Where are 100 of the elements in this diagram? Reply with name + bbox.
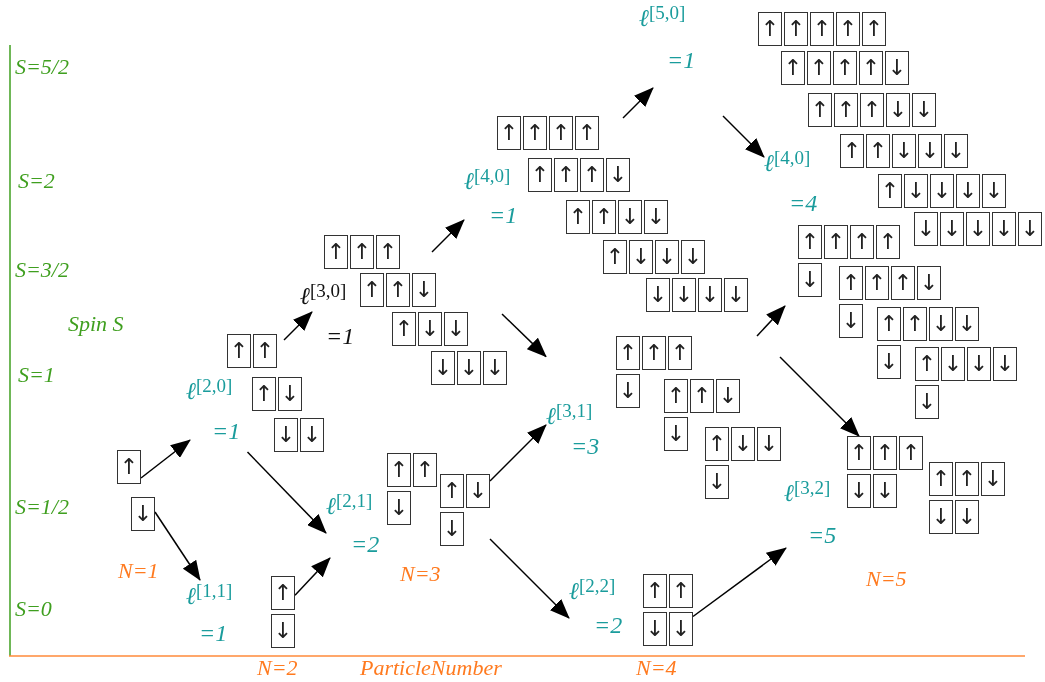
spin-cell: ↓ <box>886 93 910 127</box>
spin-cell: ↓ <box>798 263 822 297</box>
arrow <box>501 313 547 358</box>
spin-cell: ↑ <box>878 174 902 208</box>
axis-label: S=5/2 <box>15 54 69 80</box>
spin-cell: ↓ <box>412 273 436 307</box>
spin-cell: ↑ <box>227 334 251 368</box>
spin-cell: ↑ <box>808 93 832 127</box>
spin-cell: ↓ <box>966 212 990 246</box>
tableau-label: ℓ$^{[1,1]}$ <box>186 582 233 610</box>
spin-cell: ↑ <box>758 12 782 46</box>
spin-cell: ↓ <box>646 278 670 312</box>
spin-cell: ↑ <box>866 134 890 168</box>
spin-cell: ↑ <box>955 462 979 496</box>
spin-cell: ↑ <box>824 225 848 259</box>
spin-cell: ↑ <box>603 240 627 274</box>
spin-cell: ↑ <box>549 116 573 150</box>
spin-cell: ↓ <box>444 312 468 346</box>
spin-cell: ↓ <box>643 612 667 646</box>
spin-cell: ↓ <box>271 614 295 648</box>
spin-cell: ↓ <box>918 134 942 168</box>
arrow <box>722 115 765 158</box>
spin-cell: ↑ <box>528 158 552 192</box>
tableau-label: ℓ$^{[4,0]}$ <box>764 149 811 177</box>
spin-cell: ↑ <box>616 336 640 370</box>
spin-cell: ↓ <box>885 51 909 85</box>
spin-cell: ↑ <box>387 453 411 487</box>
spin-cell: ↑ <box>784 12 808 46</box>
spin-cell: ↓ <box>644 200 668 234</box>
axis-label: S=0 <box>15 596 52 622</box>
multiplicity-label: =2 <box>594 611 623 639</box>
spin-cell: ↓ <box>655 240 679 274</box>
spin-cell: ↓ <box>917 266 941 300</box>
spin-cell: ↓ <box>929 500 953 534</box>
arrow <box>489 538 570 619</box>
multiplicity-label: =4 <box>789 189 818 217</box>
multiplicity-label: =1 <box>667 46 696 74</box>
spin-cell: ↓ <box>664 417 688 451</box>
spin-cell: ↑ <box>850 225 874 259</box>
spin-cell: ↑ <box>360 273 384 307</box>
arrow <box>622 87 654 119</box>
spin-cell: ↓ <box>904 174 928 208</box>
tableau-label: ℓ$^{[2,2]}$ <box>569 577 616 605</box>
spin-cell: ↓ <box>483 351 507 385</box>
spin-cell: ↑ <box>862 12 886 46</box>
spin-cell: ↓ <box>929 307 953 341</box>
spin-cell: ↑ <box>836 12 860 46</box>
spin-cell: ↓ <box>941 347 965 381</box>
spin-cell: ↑ <box>642 336 666 370</box>
spin-cell: ↓ <box>705 465 729 499</box>
arrow <box>283 311 313 341</box>
spin-cell: ↓ <box>992 212 1016 246</box>
arrow <box>246 451 327 534</box>
spin-cell: ↓ <box>944 134 968 168</box>
multiplicity-label: =3 <box>571 432 600 460</box>
spin-cell: ↓ <box>672 278 696 312</box>
axis-label: N=2 <box>257 655 298 681</box>
spin-cell: ↓ <box>873 474 897 508</box>
spin-cell: ↑ <box>807 51 831 85</box>
spin-cell: ↓ <box>839 304 863 338</box>
spin-cell: ↓ <box>278 377 302 411</box>
spin-cell: ↑ <box>876 225 900 259</box>
spin-cell: ↓ <box>1018 212 1042 246</box>
multiplicity-label: =5 <box>808 521 837 549</box>
spin-cell: ↓ <box>300 418 324 452</box>
spin-cell: ↓ <box>847 474 871 508</box>
multiplicity-label: =2 <box>351 530 380 558</box>
spin-cell: ↑ <box>798 225 822 259</box>
spin-cell: ↑ <box>873 436 897 470</box>
spin-cell: ↓ <box>955 307 979 341</box>
tableau-label: ℓ$^{[3,0]}$ <box>300 282 347 310</box>
spin-cell: ↓ <box>915 385 939 419</box>
tableau-label: ℓ$^{[3,1]}$ <box>546 402 593 430</box>
spin-cell: ↓ <box>981 462 1005 496</box>
spin-cell: ↑ <box>554 158 578 192</box>
spin-cell: ↓ <box>457 351 481 385</box>
spin-cell: ↓ <box>892 134 916 168</box>
spin-cell: ↑ <box>839 266 863 300</box>
spin-cell: ↑ <box>781 51 805 85</box>
spin-cell: ↑ <box>865 266 889 300</box>
spin-cell: ↑ <box>440 474 464 508</box>
spin-cell: ↑ <box>834 93 858 127</box>
spin-cell: ↓ <box>618 200 642 234</box>
spin-cell: ↓ <box>440 512 464 546</box>
spin-cell: ↓ <box>698 278 722 312</box>
spin-cell: ↑ <box>392 312 416 346</box>
spin-cell: ↑ <box>664 379 688 413</box>
spin-cell: ↓ <box>466 474 490 508</box>
multiplicity-label: =1 <box>326 322 355 350</box>
spin-cell: ↑ <box>580 158 604 192</box>
spin-cell: ↑ <box>117 450 141 484</box>
spin-cell: ↑ <box>386 273 410 307</box>
axis-label: N=1 <box>118 558 159 584</box>
spin-cell: ↓ <box>431 351 455 385</box>
spin-cell: ↑ <box>810 12 834 46</box>
spin-cell: ↓ <box>731 427 755 461</box>
spin-cell: ↑ <box>705 427 729 461</box>
multiplicity-label: =1 <box>199 619 228 647</box>
tableau-label: ℓ$^{[5,0]}$ <box>639 4 686 32</box>
spin-cell: ↓ <box>982 174 1006 208</box>
